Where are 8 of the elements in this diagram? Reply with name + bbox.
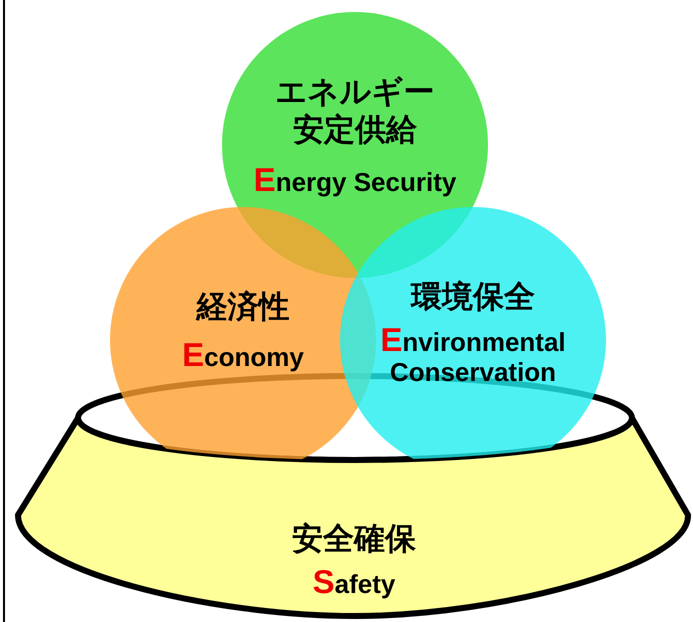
heading-text: 経済性 <box>194 288 290 326</box>
english-label: Safety <box>312 567 396 599</box>
english-label: Environmental Conservation <box>379 325 567 387</box>
english-label: Energy Security <box>252 165 458 197</box>
heading-text: 環境保全 <box>409 278 536 316</box>
english-label: Economy <box>181 340 305 372</box>
heading-text: 安全確保 <box>291 520 417 558</box>
heading-text: エネルギー安定供給 <box>274 73 436 149</box>
